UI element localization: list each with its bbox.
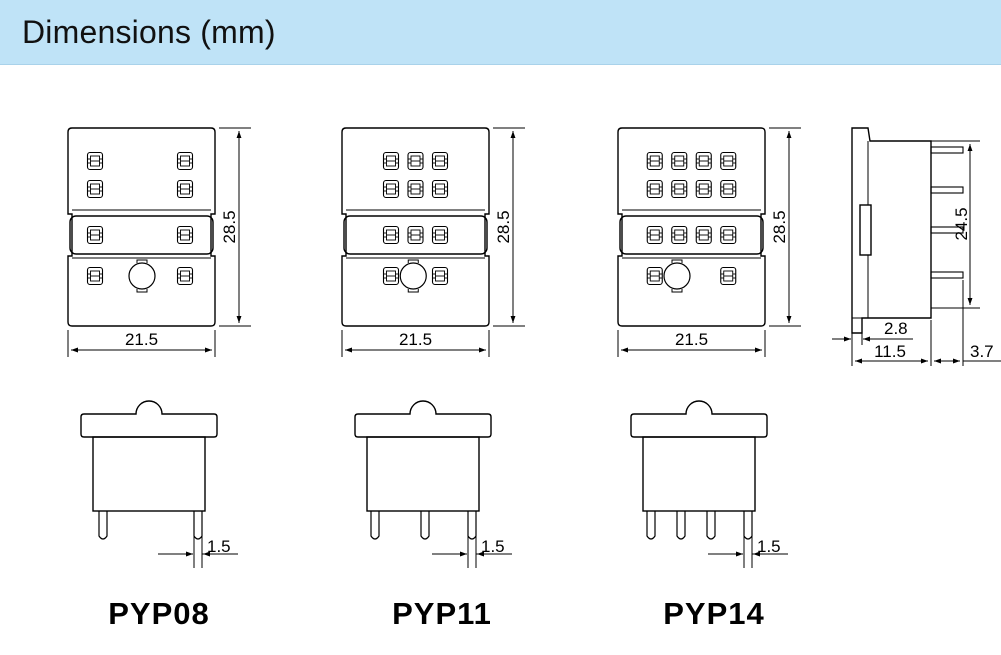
height-dimension-value: 28.5: [220, 210, 239, 243]
side-terminal-pin: [930, 146, 964, 154]
socket-middle-band: [69, 215, 214, 255]
socket-base-outline: [92, 436, 206, 512]
locating-hole: [128, 262, 156, 290]
contact-terminal: [86, 266, 104, 286]
top-view-pyp08: 28.5 21.5: [67, 127, 251, 357]
section-header: Dimensions (mm): [0, 0, 1001, 65]
socket-middle-band: [619, 215, 764, 255]
section-title: Dimensions (mm): [22, 14, 276, 50]
width-dimension-value: 21.5: [399, 330, 432, 349]
model-label-pyp08: PYP08: [108, 596, 210, 631]
side-terminal-pin: [930, 186, 964, 194]
contact-terminal: [720, 266, 737, 286]
side-terminal-pin: [930, 226, 964, 234]
contact-terminal: [176, 266, 194, 286]
hole-notch: [671, 259, 683, 263]
hole-notch: [136, 289, 148, 293]
contact-terminal: [176, 179, 194, 199]
terminal-pin: [743, 511, 753, 540]
offset-dimension-value: 2.8: [884, 319, 908, 338]
socket-base-outline: [642, 436, 756, 512]
hole-notch: [407, 259, 419, 263]
front-view-pyp14: 1.5: [630, 400, 788, 568]
height-dimension-value: 28.5: [494, 210, 513, 243]
contact-terminal: [671, 179, 688, 199]
socket-cover-outline: [630, 400, 768, 438]
contact-terminal: [431, 225, 449, 245]
socket-body-outline: [341, 127, 490, 327]
locating-hole: [663, 262, 691, 290]
contact-terminal: [382, 225, 400, 245]
depth-dimension-value: 11.5: [874, 342, 906, 361]
contact-terminal: [646, 151, 663, 171]
contact-terminal: [431, 151, 449, 171]
contact-terminal: [407, 151, 424, 171]
contact-terminal: [671, 151, 688, 171]
side-body-outline: [851, 127, 932, 334]
socket-body-outline: [617, 127, 766, 327]
contact-terminal: [720, 179, 737, 199]
pin-dimension-value: 1.5: [757, 537, 781, 556]
contact-terminal: [431, 266, 449, 286]
terminal-pin: [98, 511, 108, 540]
socket-middle-band: [343, 215, 488, 255]
top-view-pyp14: 28.5 21.5: [617, 127, 801, 357]
contact-terminal: [176, 151, 194, 171]
side-clip: [859, 204, 872, 256]
pin-length-dimension-value: 3.7: [970, 342, 994, 361]
contact-terminal: [86, 225, 104, 245]
terminal-pin: [706, 511, 716, 540]
contact-terminal: [646, 179, 663, 199]
contact-terminal: [720, 151, 737, 171]
contact-terminal: [382, 179, 400, 199]
socket-cover-outline: [80, 400, 218, 438]
contact-terminal: [646, 266, 663, 286]
hole-notch: [671, 289, 683, 293]
contact-terminal: [382, 151, 400, 171]
top-view-pyp11: 28.5 21.5: [341, 127, 525, 357]
socket-base-outline: [366, 436, 480, 512]
locating-hole: [399, 262, 427, 290]
pin-dimension-value: 1.5: [207, 537, 231, 556]
terminal-pin: [193, 511, 203, 540]
side-height-dimension-value: 24.5: [952, 207, 971, 240]
contact-terminal: [431, 179, 449, 199]
front-view-pyp11: 1.5: [354, 400, 512, 568]
model-label-pyp11: PYP11: [392, 596, 492, 631]
terminal-pin: [646, 511, 656, 540]
contact-terminal: [695, 179, 712, 199]
terminal-pin: [420, 511, 430, 540]
contact-terminal: [176, 225, 194, 245]
hole-notch: [136, 259, 148, 263]
contact-terminal: [695, 151, 712, 171]
contact-terminal: [695, 225, 712, 245]
front-view-pyp08: 1.5: [80, 400, 238, 568]
terminal-pin: [467, 511, 477, 540]
contact-terminal: [671, 225, 688, 245]
width-dimension-value: 21.5: [675, 330, 708, 349]
pin-dimension-value: 1.5: [481, 537, 505, 556]
socket-cover-outline: [354, 400, 492, 438]
terminal-pin: [676, 511, 686, 540]
height-dimension-value: 28.5: [770, 210, 789, 243]
side-view: 24.5 2.8 11.5 3.7: [832, 127, 1001, 366]
contact-terminal: [86, 179, 104, 199]
model-label-pyp14: PYP14: [663, 596, 765, 631]
contact-terminal: [407, 225, 424, 245]
contact-terminal: [86, 151, 104, 171]
hole-notch: [407, 289, 419, 293]
width-dimension-value: 21.5: [125, 330, 158, 349]
terminal-pin: [370, 511, 380, 540]
contact-terminal: [720, 225, 737, 245]
contact-terminal: [407, 179, 424, 199]
contact-terminal: [382, 266, 400, 286]
contact-terminal: [646, 225, 663, 245]
socket-body-outline: [67, 127, 216, 327]
side-terminal-pin: [930, 271, 964, 279]
